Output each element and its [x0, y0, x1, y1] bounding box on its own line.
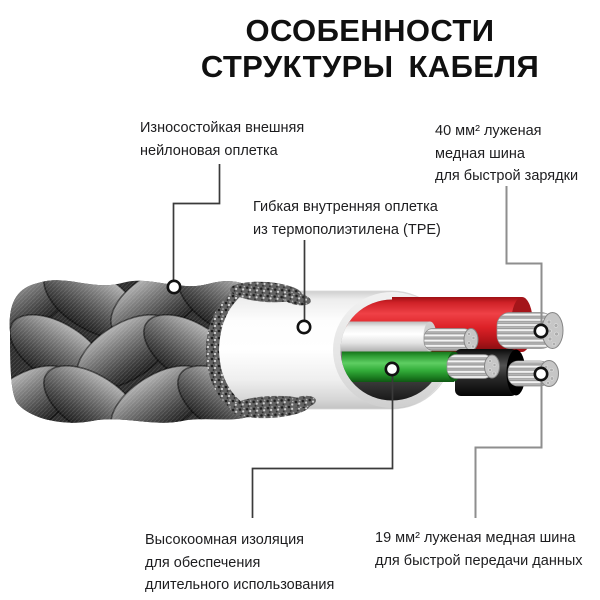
wire-green [342, 351, 500, 382]
page-title: ОСОБЕННОСТИ СТРУКТУРЫ КАБЕЛЯ [140, 13, 600, 85]
braid-frayed-edge [206, 281, 316, 419]
marker-nylon-icon [166, 279, 182, 295]
callout-nylon-braid: Износостойкая внешняя нейлоновая оплетка [140, 120, 305, 159]
page-title-line1: ОСОБЕННОСТИ [245, 13, 495, 48]
wire-bundle [340, 297, 564, 396]
callout-line-insulation [251, 376, 394, 518]
conductor-white-tip [463, 328, 479, 351]
marker-data-icon [533, 366, 549, 382]
callout-charging-bus: 40 мм² луженая медная шина для быстрой з… [435, 123, 579, 184]
conductor-green-tip [484, 354, 500, 379]
callout-markers [166, 279, 549, 382]
marker-charging-icon [533, 323, 549, 339]
callout-data-bus: 19 мм² луженая медная шина для быстрой п… [375, 530, 583, 569]
callout-line-data [474, 381, 543, 518]
page-title-line2: СТРУКТУРЫ КАБЕЛЯ [200, 49, 540, 84]
callout-line-charging [505, 186, 543, 324]
callout-line-nylon [172, 164, 221, 280]
callout-lines [172, 164, 543, 518]
callout-inner-tpe: Гибкая внутренняя оплетка из термополиэт… [253, 199, 441, 238]
callout-insulation: Высокоомная изоляция для обеспечения дли… [145, 532, 335, 593]
marker-tpe-icon [296, 319, 312, 335]
wire-white [340, 321, 479, 352]
marker-insulation-icon [384, 361, 400, 377]
